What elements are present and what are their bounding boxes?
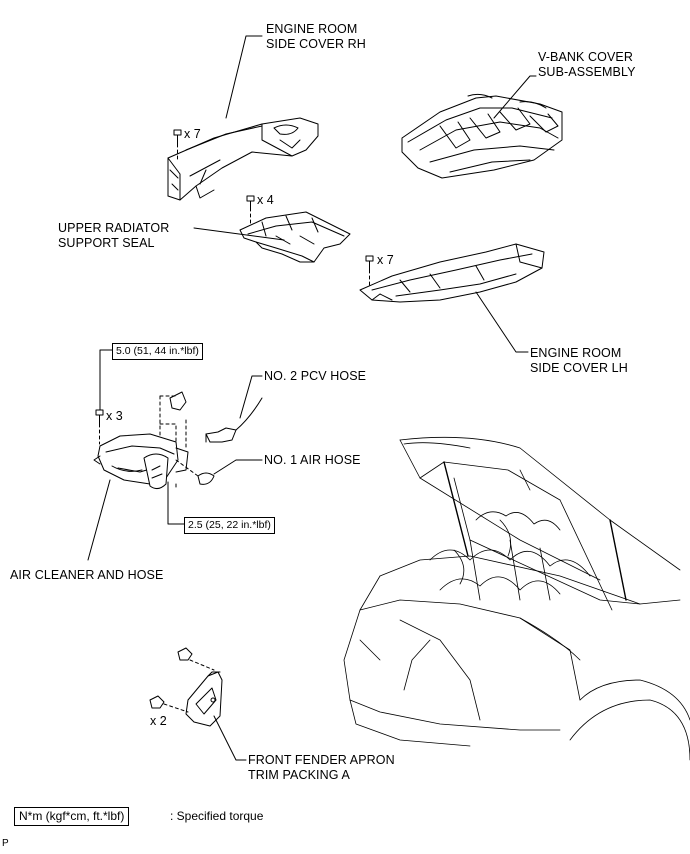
bolt-icon-lh	[365, 255, 374, 289]
lh-cover-leader	[475, 291, 529, 353]
label-line: SIDE COVER LH	[530, 361, 628, 375]
legend-unit-box: N*m (kgf*cm, ft.*lbf)	[14, 807, 130, 826]
front-fender-apron-part	[185, 671, 223, 727]
label-air-cleaner-and-hose: AIR CLEANER AND HOSE	[10, 568, 164, 582]
label-line: TRIM PACKING A	[248, 768, 350, 782]
connector-part	[169, 391, 187, 411]
label-line: ENGINE ROOM	[530, 346, 622, 360]
clip-icon-seal	[246, 195, 255, 225]
corner-mark: P	[2, 838, 9, 849]
label-engine-room-side-cover-rh: ENGINE ROOM SIDE COVER RH	[266, 22, 366, 52]
label-line: FRONT FENDER APRON	[248, 753, 395, 767]
seal-leader	[193, 227, 285, 241]
vehicle-illustration	[343, 436, 690, 761]
label-upper-radiator-support-seal: UPPER RADIATOR SUPPORT SEAL	[58, 221, 169, 251]
v-bank-leader	[493, 75, 537, 119]
clip-icon-apron-side	[149, 695, 189, 713]
no1-air-hose-part	[197, 472, 215, 485]
torque-spec-air-cleaner-bolt: 5.0 (51, 44 in.*lbf)	[112, 343, 203, 360]
qty-rh-cover-bolts: x 7	[184, 127, 201, 141]
torque-spec-air-hose-clamp: 2.5 (25, 22 in.*lbf)	[184, 517, 275, 534]
no2-pcv-hose-part	[205, 397, 263, 443]
torque-leader-bottom	[167, 481, 185, 525]
label-line: SUB-ASSEMBLY	[538, 65, 636, 79]
v-bank-cover-part	[401, 93, 563, 179]
bolt-icon-air-cleaner	[95, 409, 104, 445]
label-no2-pcv-hose: NO. 2 PCV HOSE	[264, 369, 367, 383]
upper-radiator-support-seal-part	[239, 211, 351, 263]
label-v-bank-cover: V-BANK COVER SUB-ASSEMBLY	[538, 50, 636, 80]
pcv-hose-leader	[239, 375, 263, 419]
air-hose-leader	[213, 459, 263, 475]
air-cleaner-leader	[87, 479, 111, 561]
rh-cover-leader	[225, 35, 263, 119]
label-line: SUPPORT SEAL	[58, 236, 155, 250]
label-line: UPPER RADIATOR	[58, 221, 170, 235]
engine-room-side-cover-lh-part	[359, 243, 545, 303]
engine-room-side-cover-rh-part	[167, 117, 319, 201]
qty-air-cleaner-bolts: x 3	[106, 409, 123, 423]
label-no1-air-hose: NO. 1 AIR HOSE	[264, 453, 361, 467]
qty-lh-cover-bolts: x 7	[377, 253, 394, 267]
clip-icon-apron-top	[177, 647, 215, 671]
qty-seal-clips: x 4	[257, 193, 274, 207]
air-cleaner-assembly	[93, 433, 189, 490]
torque-leader-top	[99, 349, 113, 411]
label-line: V-BANK COVER	[538, 50, 633, 64]
bolt-icon-rh	[173, 129, 182, 161]
apron-leader	[213, 715, 247, 761]
label-line: SIDE COVER RH	[266, 37, 366, 51]
legend-description: : Specified torque	[170, 809, 264, 823]
label-engine-room-side-cover-lh: ENGINE ROOM SIDE COVER LH	[530, 346, 628, 376]
label-front-fender-apron: FRONT FENDER APRON TRIM PACKING A	[248, 753, 395, 783]
qty-apron-clips: x 2	[150, 714, 167, 728]
label-line: ENGINE ROOM	[266, 22, 358, 36]
